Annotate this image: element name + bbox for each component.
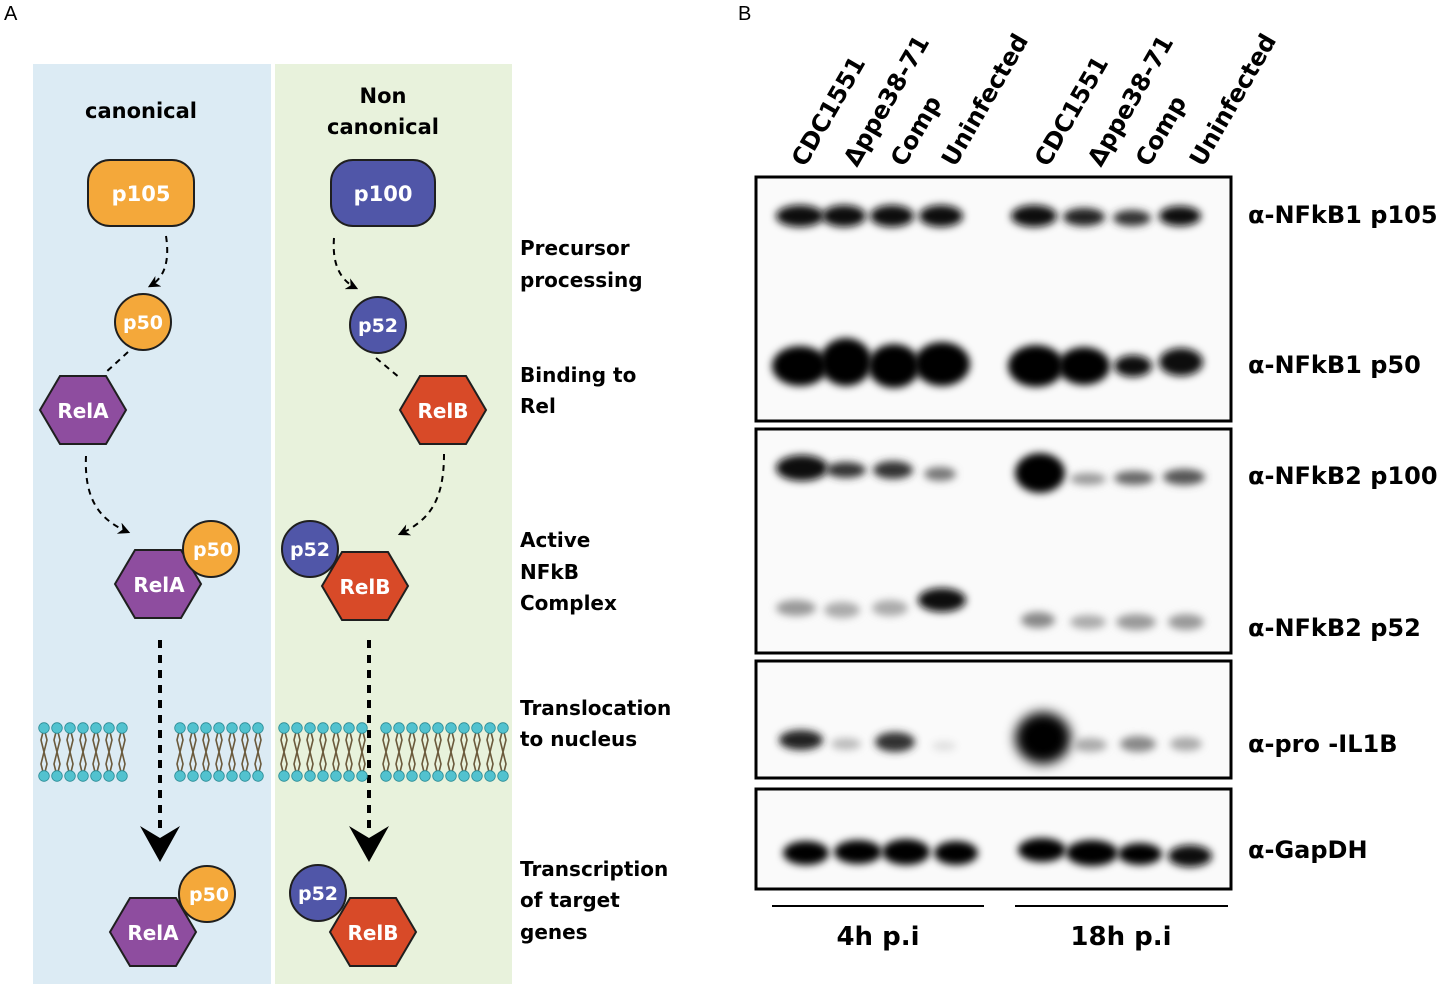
antibody-labels: α-NFkB1 p105 α-NFkB1 p50 α-NFkB2 p100 α-…	[1248, 201, 1438, 864]
relA-node	[38, 375, 128, 445]
p50-nucleus-label: p50	[189, 884, 229, 906]
antibody-pro-il1b: α-pro -IL1B	[1248, 730, 1397, 758]
timepoint-label-18h: 18h p.i	[1070, 922, 1171, 952]
p105-node	[87, 159, 195, 227]
relA-complex-label: RelA	[133, 573, 185, 597]
stage-transcription-line1: Transcription	[520, 857, 668, 881]
stage-transcription-line3: genes	[520, 920, 588, 944]
stage-active-line2: NFkB	[520, 560, 579, 584]
p50-nucleus-node	[178, 865, 236, 923]
relB-nucleus-label: RelB	[347, 921, 398, 945]
p52-nucleus-label: p52	[298, 883, 338, 905]
stage-active-line1: Active	[520, 528, 590, 552]
binding-dash-canonical	[103, 351, 129, 375]
stage-precursor-line1: Precursor	[520, 236, 630, 260]
noncanonical-pathway: p100 p52 RelB RelB p52 RelB p52	[281, 159, 488, 967]
p100-node	[330, 159, 436, 227]
relB-complex-label: RelB	[339, 575, 390, 599]
bands-nfkb1-p50	[772, 338, 1203, 388]
blot-nfkb2	[754, 427, 1233, 655]
antibody-gapdh: α-GapDH	[1248, 836, 1368, 864]
complex-arrow-noncanonical	[397, 453, 445, 536]
timepoint-label-4h: 4h p.i	[836, 922, 919, 952]
lane-label-8: Uninfected	[1184, 29, 1282, 171]
bands-nfkb2-p100	[776, 453, 1205, 493]
stage-translocation-line2: to nucleus	[520, 727, 637, 751]
panel-a: A canonical Non canonical Precursor proc…	[4, 3, 671, 984]
translocation-arrowhead-canonical	[140, 826, 180, 862]
p52-label: p52	[358, 315, 398, 337]
antibody-nfkb2-p52: α-NFkB2 p52	[1248, 614, 1421, 642]
relB-node	[398, 375, 488, 445]
relB-complex-node	[320, 551, 410, 621]
stage-binding-line2: Rel	[520, 394, 556, 418]
relA-complex-node	[113, 549, 203, 619]
panel-b-letter: B	[738, 3, 751, 25]
stage-labels: Precursor processing Binding to Rel Acti…	[520, 236, 671, 944]
relB-nucleus-node	[328, 897, 418, 967]
p52-nucleus-node	[289, 864, 347, 922]
canonical-title: canonical	[85, 99, 197, 123]
stage-translocation-line1: Translocation	[520, 696, 671, 720]
complex-arrow-canonical	[84, 455, 131, 534]
p52-node	[349, 296, 407, 354]
panel-b: B CDC1551 Δppe38-71 Comp Uninfected CDC1…	[738, 3, 1438, 952]
noncanonical-title-line1: Non	[360, 84, 407, 108]
panel-a-letter: A	[4, 3, 18, 25]
bands-gapdh	[783, 838, 1212, 867]
antibody-nfkb2-p100: α-NFkB2 p100	[1248, 462, 1438, 490]
p52-complex-label: p52	[290, 539, 330, 561]
stage-binding-line1: Binding to	[520, 363, 636, 387]
p105-label: p105	[112, 182, 171, 206]
bands-nfkb1-p105	[776, 205, 1201, 227]
blot-il1b	[754, 659, 1233, 780]
p100-label: p100	[354, 182, 413, 206]
relA-nucleus-node	[108, 897, 198, 967]
bands-nfkb2-p52	[776, 588, 1204, 630]
noncanonical-title-line2: canonical	[327, 115, 439, 139]
canonical-pathway: p105 p50 RelA RelA p50 RelA p50	[38, 159, 240, 967]
lane-labels: CDC1551 Δppe38-71 Comp Uninfected CDC155…	[786, 29, 1282, 171]
p50-label: p50	[123, 312, 163, 334]
relA-label: RelA	[57, 399, 109, 423]
antibody-nfkb1-p50: α-NFkB1 p50	[1248, 351, 1421, 379]
stage-active-line3: Complex	[520, 591, 617, 615]
p52-complex-node	[281, 520, 339, 578]
p50-complex-node	[182, 520, 240, 578]
bands-pro-il1b	[779, 712, 1202, 764]
blot-gapdh	[754, 787, 1233, 891]
relA-nucleus-label: RelA	[127, 921, 179, 945]
relB-label: RelB	[417, 399, 468, 423]
translocation-arrowhead-noncanonical	[349, 826, 389, 862]
lane-label-4: Uninfected	[936, 29, 1034, 171]
p50-complex-label: p50	[193, 539, 233, 561]
nuclear-membrane	[38, 722, 509, 782]
stage-precursor-line2: processing	[520, 268, 643, 292]
p50-node	[114, 293, 172, 351]
binding-dash-noncanonical	[375, 357, 401, 379]
stage-transcription-line2: of target	[520, 888, 620, 912]
antibody-nfkb1-p105: α-NFkB1 p105	[1248, 201, 1438, 229]
